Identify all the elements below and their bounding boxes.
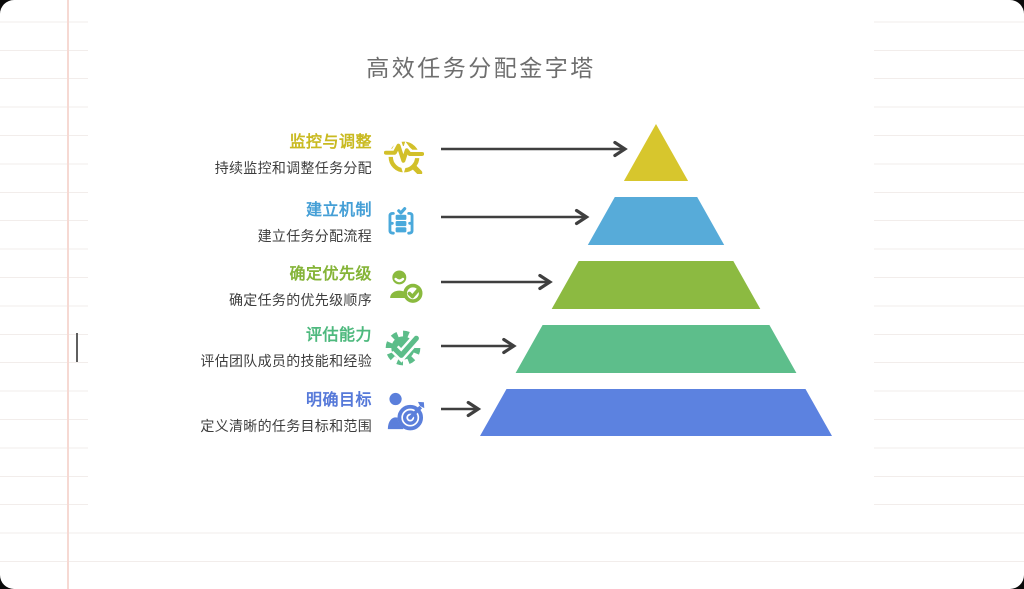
level-description: 建立任务分配流程	[257, 228, 372, 244]
text-cursor	[76, 333, 78, 362]
level-label: 明确目标	[305, 392, 372, 409]
checklist-icon	[384, 204, 428, 242]
pyramid-level-2[interactable]	[587, 197, 725, 245]
pyramid-level-5[interactable]	[480, 389, 832, 436]
gear-check-icon	[384, 326, 428, 368]
person-check-icon	[384, 267, 428, 305]
level-label: 确定优先级	[289, 266, 372, 283]
level-arrow-4	[441, 337, 517, 355]
level-arrow-5	[441, 400, 482, 418]
level-row-4[interactable]: 评估能力评估团队成员的技能和经验	[200, 326, 372, 370]
person-target-icon	[384, 390, 428, 434]
pulse-monitor-icon	[384, 137, 428, 174]
level-description: 定义清晰的任务目标和范围	[200, 418, 372, 434]
level-arrow-2	[441, 208, 590, 226]
pyramid-level-1[interactable]	[623, 124, 689, 181]
paper-margin-line	[67, 0, 69, 589]
level-description: 评估团队成员的技能和经验	[200, 353, 372, 369]
diagram-title: 高效任务分配金字塔	[366, 55, 596, 81]
pyramid-level-3[interactable]	[551, 261, 761, 309]
level-row-1[interactable]: 监控与调整持续监控和调整任务分配	[215, 133, 372, 177]
level-row-3[interactable]: 确定优先级确定任务的优先级顺序	[229, 265, 372, 309]
level-row-5[interactable]: 明确目标定义清晰的任务目标和范围	[200, 391, 372, 435]
level-description: 持续监控和调整任务分配	[214, 160, 372, 176]
pyramid-level-4[interactable]	[515, 325, 797, 373]
level-row-2[interactable]: 建立机制建立任务分配流程	[258, 201, 372, 245]
diagram-canvas[interactable]	[88, 0, 874, 524]
level-description: 确定任务的优先级顺序	[229, 292, 372, 308]
level-arrow-3	[441, 273, 553, 291]
level-label: 评估能力	[305, 327, 372, 344]
level-label: 监控与调整	[289, 134, 372, 151]
level-arrow-1	[441, 140, 628, 158]
level-label: 建立机制	[305, 202, 372, 219]
